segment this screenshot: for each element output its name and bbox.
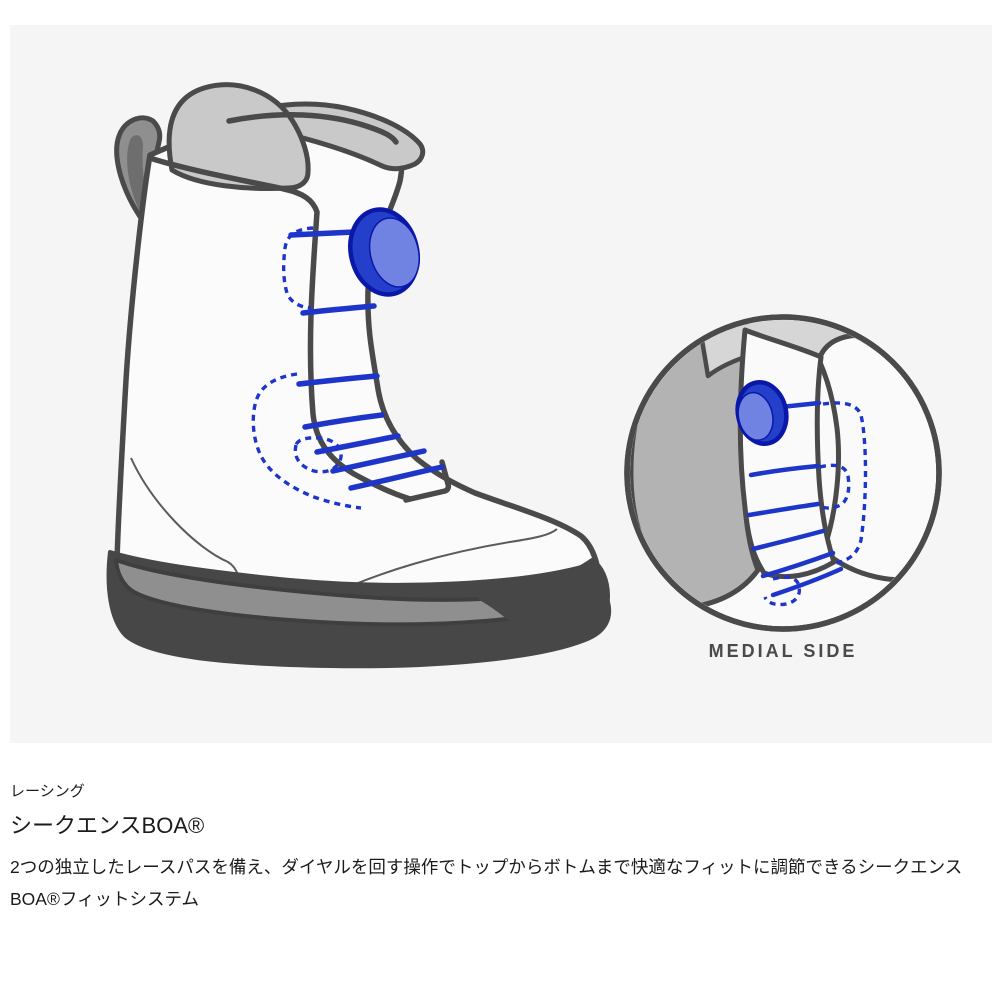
category-label: レーシング: [10, 783, 85, 800]
sole: [106, 550, 612, 669]
lace-channel-end-cap: [403, 459, 452, 503]
toe-seam: [319, 528, 558, 601]
medial-side-inset: [624, 314, 942, 632]
inset-lace-rows: [746, 400, 844, 598]
liner-cuff-icon: [166, 82, 426, 191]
inset-boa-dial-icon: [735, 380, 789, 446]
lace-channel-left-edge: [150, 156, 413, 502]
inset-caption: MEDIAL SIDE: [708, 641, 858, 661]
lace-rows: [288, 229, 445, 491]
lace-guide-dashed-paths: [251, 226, 362, 510]
inset-circle-rim: [624, 314, 942, 632]
boot-shell: [114, 112, 601, 604]
feature-body-text: 2つの独立したレースパスを備え、ダイヤルを回す操作でトップからボトムまで快適なフ…: [10, 857, 963, 910]
main-boot-illustration: [106, 82, 612, 669]
toe-bumper: [478, 558, 610, 642]
feature-title: シークエンスBOA®: [10, 813, 205, 838]
inset-front-cuff: [816, 332, 936, 583]
boa-dial-icon: [348, 207, 420, 297]
inset-lace-guide-dashed-paths: [763, 401, 868, 607]
